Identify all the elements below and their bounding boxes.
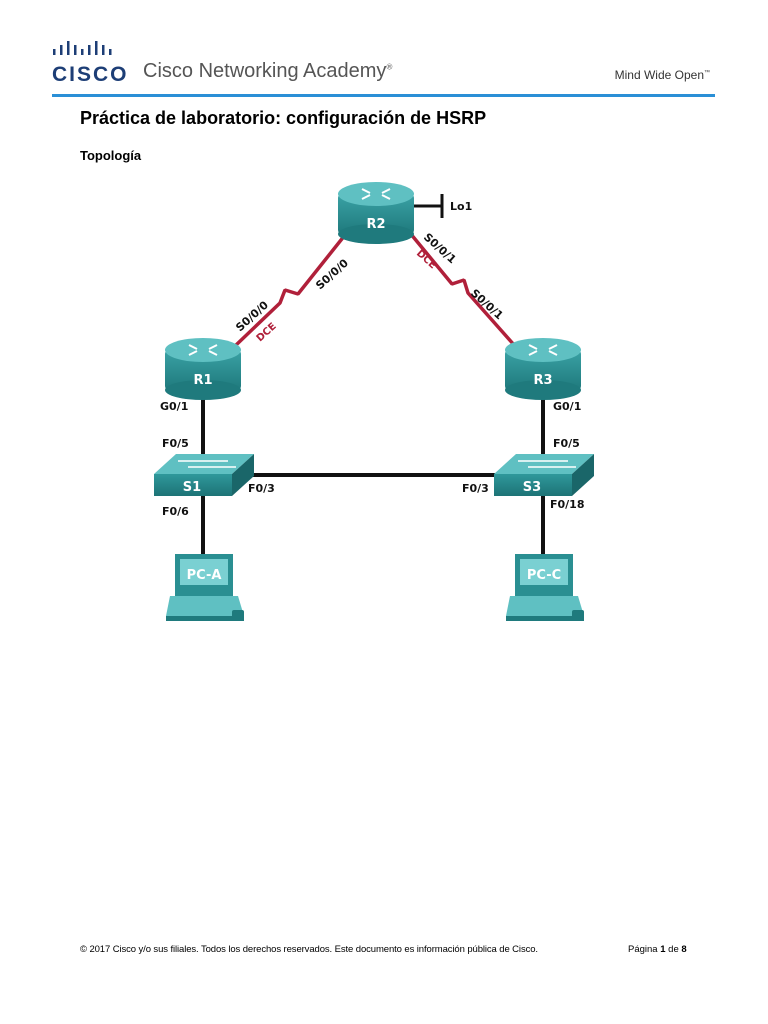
s3-label: S3 bbox=[523, 480, 541, 495]
trademark-mark: ™ bbox=[704, 70, 710, 76]
cisco-wordmark: CISCO bbox=[52, 63, 129, 86]
page-header: CISCO Cisco Networking Academy® Mind Wid… bbox=[0, 0, 768, 100]
s1-label: S1 bbox=[183, 480, 201, 495]
footer-copyright: © 2017 Cisco y/o sus filiales. Todos los… bbox=[80, 944, 538, 955]
s3-f05-label: F0/5 bbox=[553, 437, 580, 450]
document-title: Práctica de laboratorio: configuración d… bbox=[80, 108, 487, 128]
s1-f06-label: F0/6 bbox=[162, 505, 189, 518]
page-total: 8 bbox=[681, 944, 687, 955]
r3-g01-label: G0/1 bbox=[553, 400, 581, 413]
r1-g01-label: G0/1 bbox=[160, 400, 188, 413]
switch-s3: S3 bbox=[494, 454, 594, 496]
s1-f03-label: F0/3 bbox=[248, 482, 275, 495]
tagline-text: Mind Wide Open bbox=[614, 68, 704, 82]
section-title: Topología bbox=[80, 148, 142, 163]
topology-diagram: R2 R1 R3 S1 bbox=[154, 182, 594, 621]
r3-label: R3 bbox=[533, 373, 552, 388]
header-divider bbox=[52, 94, 715, 97]
r3-s001-label: S0/0/1 bbox=[468, 287, 506, 323]
s1-f05-label: F0/5 bbox=[162, 437, 189, 450]
lo1-label: Lo1 bbox=[450, 200, 472, 213]
s3-f018-label: F0/18 bbox=[550, 498, 585, 511]
r2-s000-label: S0/0/0 bbox=[313, 256, 351, 292]
academy-text: Cisco Networking Academy bbox=[143, 60, 387, 82]
r1-label: R1 bbox=[193, 373, 212, 388]
pc-c: PC-C bbox=[506, 554, 584, 621]
of-word: de bbox=[668, 944, 679, 955]
pc-a-label: PC-A bbox=[187, 568, 222, 583]
router-r2: R2 bbox=[338, 182, 414, 244]
tagline: Mind Wide Open™ bbox=[615, 68, 710, 82]
pc-a: PC-A bbox=[166, 554, 244, 621]
page-current: 1 bbox=[660, 944, 666, 955]
ethernet-links bbox=[201, 388, 545, 558]
page-word: Página bbox=[628, 944, 658, 955]
serial-links bbox=[233, 231, 517, 348]
footer-page-number: Página 1 de 8 bbox=[628, 944, 687, 955]
academy-name: Cisco Networking Academy® bbox=[143, 60, 392, 83]
registered-mark: ® bbox=[386, 62, 393, 72]
router-r1: R1 bbox=[165, 338, 241, 400]
router-r3: R3 bbox=[505, 338, 581, 400]
loopback-link bbox=[410, 194, 444, 218]
s3-f03-label: F0/3 bbox=[462, 482, 489, 495]
cisco-bars-icon bbox=[53, 41, 112, 55]
switch-s1: S1 bbox=[154, 454, 254, 496]
pc-c-label: PC-C bbox=[527, 568, 561, 583]
r2-label: R2 bbox=[366, 217, 385, 232]
